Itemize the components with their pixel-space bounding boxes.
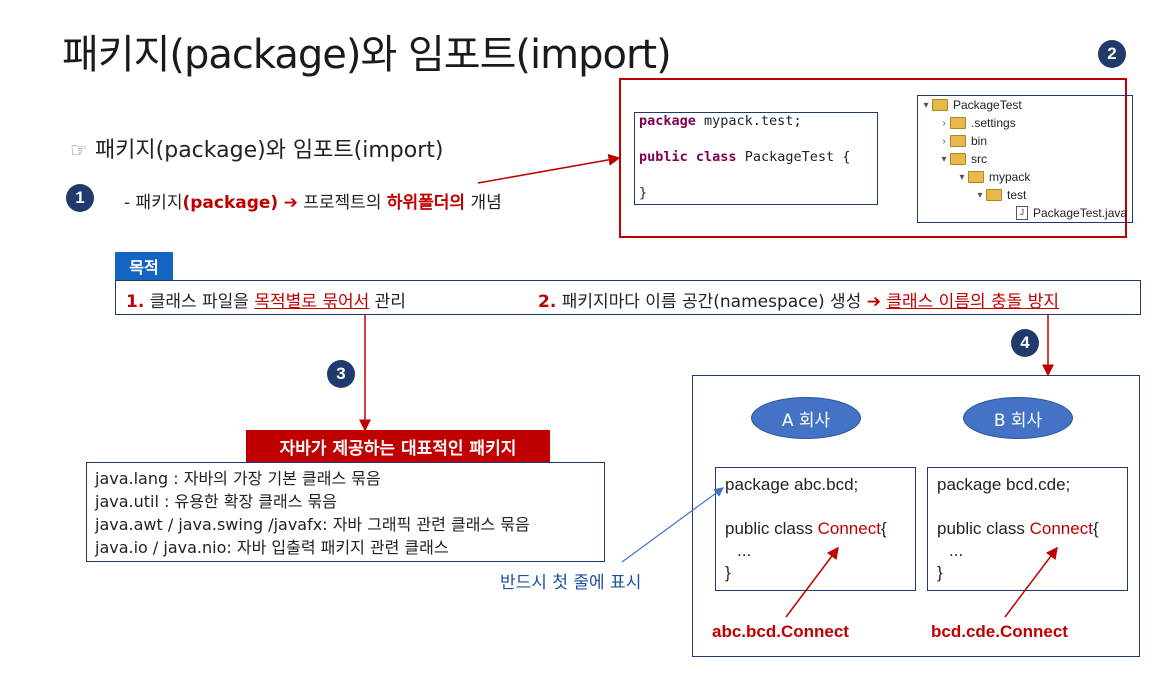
chevron-down-icon: ▾ <box>941 153 947 165</box>
arrow-fqn-a <box>785 546 839 618</box>
badge-4: 4 <box>1011 329 1039 357</box>
purpose-item-1: 1. 클래스 파일을 목적별로 묶어서 관리 <box>126 292 406 312</box>
java-packages-title: 자바가 제공하는 대표적인 패키지 <box>246 430 550 462</box>
purpose-item-2: 2. 패키지마다 이름 공간(namespace) 생성 ➔ 클래스 이름의 충… <box>538 292 1059 312</box>
chevron-right-icon: › <box>942 135 946 147</box>
tree-mypack[interactable]: ▾ mypack <box>956 170 1030 184</box>
tree-settings[interactable]: › .settings <box>938 116 1015 130</box>
definition-term: (package) <box>182 193 279 213</box>
project-folder-icon <box>932 99 948 111</box>
company-b-fqn: bcd.cde.Connect <box>931 622 1068 641</box>
chevron-down-icon: ▾ <box>923 99 929 111</box>
arrow-fqn-b <box>1004 546 1058 618</box>
company-example-box <box>692 375 1140 657</box>
java-file-icon: J <box>1016 206 1028 220</box>
badge-1: 1 <box>66 184 94 212</box>
definition-prefix: - 패키지 <box>124 193 183 213</box>
subtitle-text: 패키지(package)와 임포트(import) <box>94 138 444 163</box>
tree-bin[interactable]: › bin <box>938 134 987 148</box>
tree-test[interactable]: ▾ test <box>974 188 1026 202</box>
first-line-note: 반드시 첫 줄에 표시 <box>500 573 642 593</box>
definition-suffix: 개념 <box>465 193 502 213</box>
chevron-down-icon: ▾ <box>977 189 983 201</box>
folder-icon <box>968 171 984 183</box>
arrow-definition-to-example <box>477 153 621 184</box>
purpose-tag: 목적 <box>115 252 173 280</box>
company-a-code: package abc.bcd; public class Connect{ .… <box>715 467 916 591</box>
tree-file[interactable]: J PackageTest.java <box>1016 206 1127 220</box>
purpose-box <box>115 280 1141 315</box>
company-a-fqn: abc.bcd.Connect <box>712 622 849 641</box>
folder-icon <box>950 117 966 129</box>
folder-icon <box>950 153 966 165</box>
list-item: java.awt / java.swing /javafx: 자바 그래픽 관련… <box>95 515 530 534</box>
subtitle: ☞ 패키지(package)와 임포트(import) <box>70 132 443 164</box>
definition-mid: 프로젝트의 <box>297 193 387 213</box>
list-item: java.lang : 자바의 가장 기본 클래스 묶음 <box>95 469 381 488</box>
badge-3: 3 <box>327 360 355 388</box>
folder-icon <box>986 189 1002 201</box>
right-arrow-icon: ➔ <box>866 292 881 312</box>
code-line-package: package mypack.test; <box>639 113 802 129</box>
code-line-close: } <box>639 185 648 201</box>
definition-highlight: 하위폴더의 <box>386 193 466 213</box>
company-b-code: package bcd.cde; public class Connect{ .… <box>927 467 1128 591</box>
java-packages-list: java.lang : 자바의 가장 기본 클래스 묶음 java.util :… <box>86 462 605 562</box>
arrow-note-to-package-line <box>621 487 724 563</box>
chevron-down-icon: ▾ <box>959 171 965 183</box>
chevron-right-icon: › <box>942 117 946 129</box>
pointing-hand-icon: ☞ <box>70 138 88 162</box>
code-line-class: public class PackageTest { <box>639 149 851 165</box>
folder-icon <box>950 135 966 147</box>
list-item: java.util : 유용한 확장 클래스 묶음 <box>95 492 337 511</box>
tree-src[interactable]: ▾ src <box>938 152 987 166</box>
code-sample: package mypack.test; public class Packag… <box>634 112 878 205</box>
project-tree: ▾ PackageTest › .settings › bin ▾ src ▾ … <box>917 95 1133 223</box>
company-b-label: B 회사 <box>963 397 1073 439</box>
page-title: 패키지(package)와 임포트(import) <box>62 32 672 78</box>
package-definition: - 패키지(package) ➔ 프로젝트의 하위폴더의 개념 <box>124 188 502 213</box>
list-item: java.io / java.nio: 자바 입출력 패키지 관련 클래스 <box>95 538 449 557</box>
tree-root[interactable]: ▾ PackageTest <box>920 98 1021 112</box>
right-arrow-icon: ➔ <box>283 193 298 213</box>
company-a-label: A 회사 <box>751 397 861 439</box>
badge-2: 2 <box>1098 40 1126 68</box>
